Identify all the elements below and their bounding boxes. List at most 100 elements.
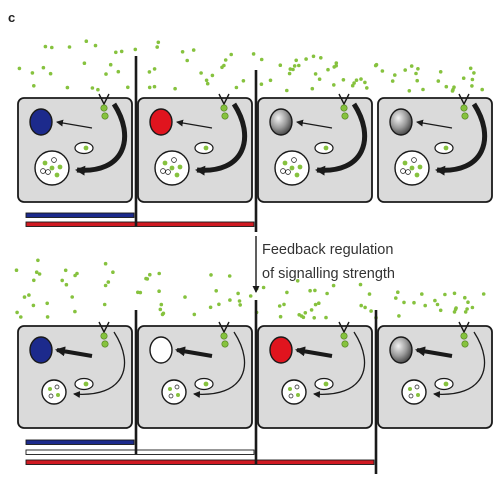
ligand-dot xyxy=(325,291,329,296)
endosome-ligand xyxy=(203,381,209,387)
ligand-dot xyxy=(374,62,379,67)
lysosome-content xyxy=(48,387,52,391)
lysosome-content xyxy=(165,169,171,175)
ligand-dot xyxy=(73,273,77,278)
ligand-dot xyxy=(32,84,36,88)
ligand-dot xyxy=(192,312,197,317)
ligand-dot xyxy=(359,303,364,308)
lysosome-content xyxy=(411,157,417,163)
ligand-dot xyxy=(332,65,337,69)
ligand-dot xyxy=(299,314,304,318)
lysosome-content xyxy=(51,157,57,163)
ligand-dot xyxy=(311,54,316,59)
lysosome-content xyxy=(162,160,168,166)
ligand-dot xyxy=(287,71,292,76)
ligand-dot xyxy=(156,40,161,45)
ligand-dot xyxy=(409,64,414,68)
ligand-dot xyxy=(278,314,283,319)
ligand-dot xyxy=(463,310,468,314)
ligand-dot xyxy=(208,305,213,310)
lysosome-content xyxy=(54,172,60,178)
ligand-dot xyxy=(63,268,68,273)
lysosome-content xyxy=(296,393,300,397)
ligand-dot xyxy=(369,309,373,313)
lysosome-content xyxy=(168,387,172,391)
internalised-ligand xyxy=(341,340,349,348)
ligand-dot xyxy=(324,315,328,320)
endosome-ligand xyxy=(323,145,329,151)
ligand-dot xyxy=(45,315,50,319)
cell-row-bottom xyxy=(17,321,493,429)
lysosome-content xyxy=(168,393,174,399)
ligand-dot xyxy=(223,58,228,62)
cell xyxy=(377,93,493,203)
ligand-dot xyxy=(363,80,367,85)
internalised-ligand xyxy=(461,340,469,348)
signalling-range-bars xyxy=(25,56,378,474)
ligand-dot xyxy=(468,66,473,71)
ligand-dot xyxy=(144,276,148,281)
nucleus xyxy=(389,108,413,136)
ligand-dot xyxy=(470,305,475,310)
internalised-ligand xyxy=(220,332,228,340)
cell xyxy=(257,93,373,203)
ligand-dot xyxy=(354,78,359,82)
ligand-dot xyxy=(317,77,322,81)
ligand-dot xyxy=(304,57,308,61)
internalised-ligand xyxy=(341,112,349,120)
ligand-dot xyxy=(403,68,408,72)
ligand-dot xyxy=(70,295,74,299)
lysosome-content xyxy=(294,172,300,178)
endosome-ligand xyxy=(83,145,89,151)
lysosome xyxy=(41,379,67,405)
ligand-dot xyxy=(452,291,457,296)
nucleus xyxy=(149,336,173,364)
lysosome-content xyxy=(297,164,303,170)
signalling-arrow xyxy=(295,346,333,358)
internalised-ligand xyxy=(461,112,469,120)
endosome-ligand xyxy=(203,145,209,151)
ligand-dot xyxy=(278,63,283,67)
ligand-dot xyxy=(34,270,39,275)
lysosome-content xyxy=(409,165,415,171)
ligand-dot xyxy=(334,61,339,65)
internalised-ligand xyxy=(340,332,348,340)
internalised-ligand xyxy=(101,340,109,348)
ligand-dot xyxy=(37,272,42,276)
ligand-dot xyxy=(17,66,22,71)
lysosome-content xyxy=(402,160,408,166)
ligand-dot xyxy=(312,316,317,320)
ligand-dot xyxy=(93,43,98,48)
endosome-ligand xyxy=(83,381,89,387)
receptor xyxy=(218,321,230,334)
ligand-dot xyxy=(435,302,440,307)
ligand-dot xyxy=(229,52,233,57)
ligand-dot xyxy=(292,64,297,68)
nucleus xyxy=(29,336,53,364)
internalised-ligand xyxy=(340,104,348,112)
ligand-dot xyxy=(180,50,185,54)
ligand-dot xyxy=(41,65,46,70)
lysosome-content xyxy=(169,165,175,171)
ligand-dot xyxy=(220,65,224,70)
ligand-dot xyxy=(359,77,363,81)
lysosome-content xyxy=(177,164,183,170)
cell xyxy=(17,321,133,429)
ligand-dot xyxy=(116,69,121,74)
ligand-dot xyxy=(152,67,157,71)
internalised-ligand xyxy=(460,332,468,340)
receptor xyxy=(338,93,350,106)
ligand-dot xyxy=(358,282,363,287)
signalling-arrow xyxy=(416,119,453,129)
ligand-dot xyxy=(390,79,395,83)
ligand-dots-bottom xyxy=(14,258,486,320)
ligand-dot xyxy=(310,86,315,91)
endosome-ligand xyxy=(443,381,449,387)
ligand-dot xyxy=(205,81,210,86)
ligand-dot xyxy=(251,52,256,56)
cell xyxy=(137,321,253,429)
lysosome-content xyxy=(416,393,420,397)
lysosome-content xyxy=(408,387,412,391)
ligand-dot xyxy=(365,86,369,90)
